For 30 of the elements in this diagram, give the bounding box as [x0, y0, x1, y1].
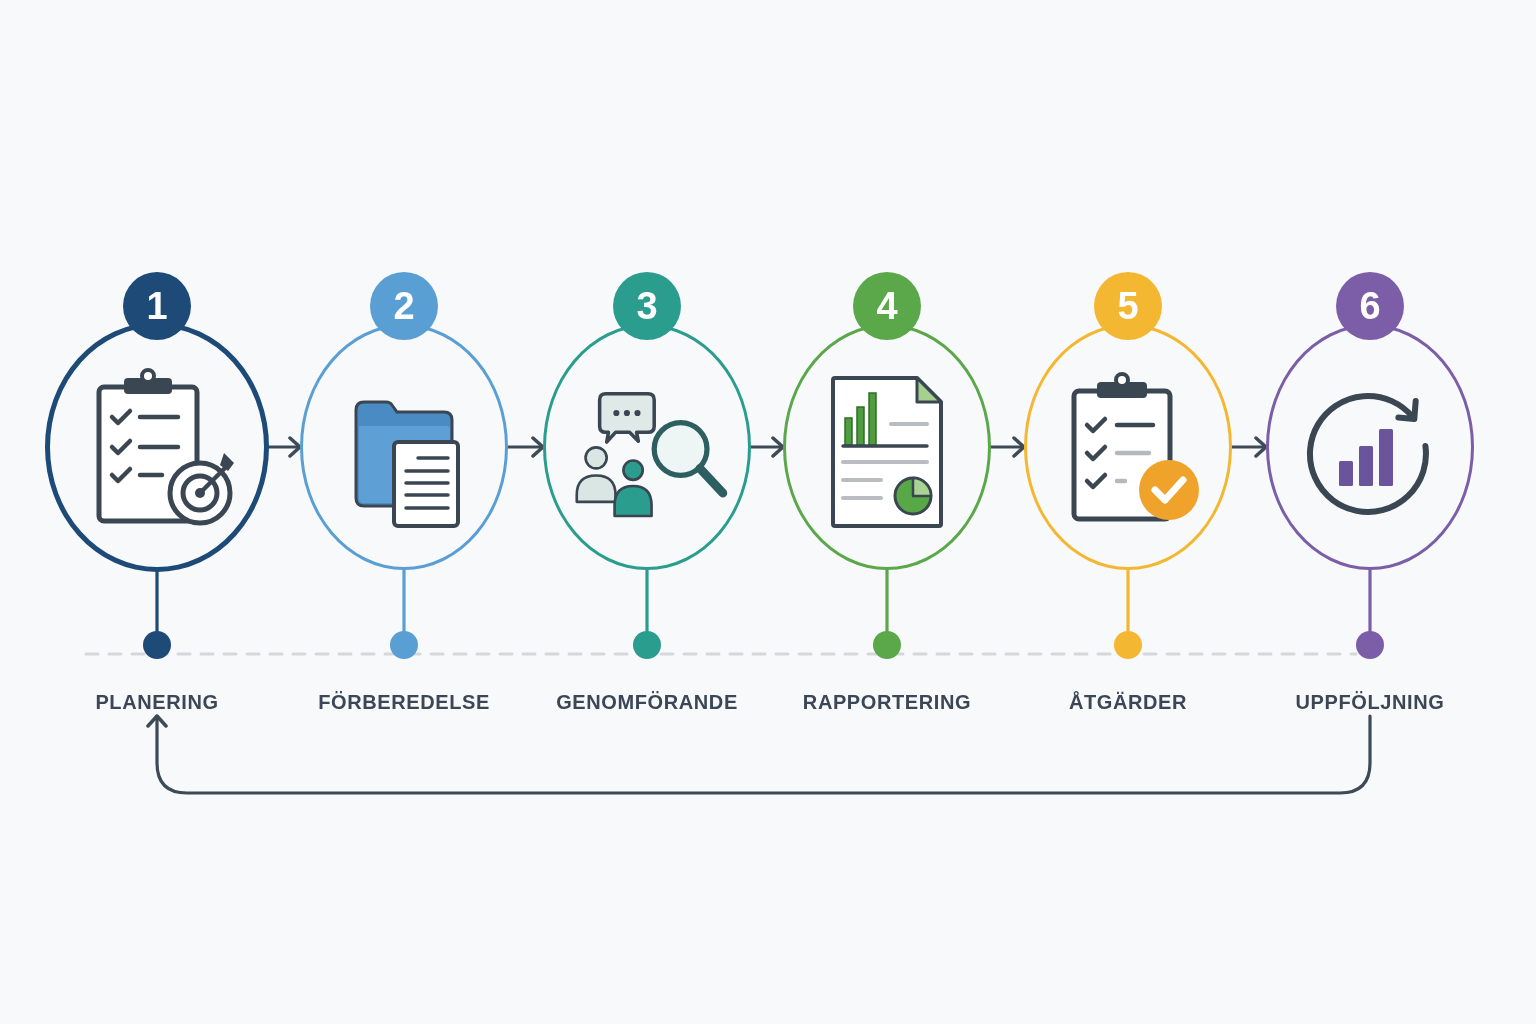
connector-line — [155, 570, 159, 633]
number-badge: 6 — [1336, 272, 1404, 340]
number-badge: 4 — [853, 272, 921, 340]
timeline-dot — [143, 631, 171, 659]
connector-line — [1368, 568, 1372, 633]
step-label: PLANERING — [91, 688, 223, 716]
timeline-dot — [1356, 631, 1384, 659]
step-label: ÅTGÄRDER — [1064, 688, 1192, 716]
step-label: UPPFÖLJNING — [1291, 688, 1449, 716]
arrow — [267, 436, 302, 458]
arrow — [506, 436, 545, 458]
number-badge: 5 — [1094, 272, 1162, 340]
step-label: RAPPORTERING — [798, 688, 976, 716]
timeline-dot — [873, 631, 901, 659]
connector-line — [645, 568, 649, 633]
connector-line — [402, 568, 406, 633]
step-label: FÖRBEREDELSE — [314, 688, 494, 716]
connector-line — [885, 568, 889, 633]
step-label: GENOMFÖRANDE — [552, 688, 742, 716]
number-badge: 2 — [370, 272, 438, 340]
arrow — [989, 436, 1026, 458]
number-badge: 1 — [123, 272, 191, 340]
timeline-dot — [1114, 631, 1142, 659]
arrow — [1230, 436, 1268, 458]
return-arrow — [146, 714, 1372, 795]
timeline-dot — [390, 631, 418, 659]
number-badge: 3 — [613, 272, 681, 340]
arrow — [749, 436, 785, 458]
timeline-dot — [633, 631, 661, 659]
connector-line — [1126, 568, 1130, 633]
